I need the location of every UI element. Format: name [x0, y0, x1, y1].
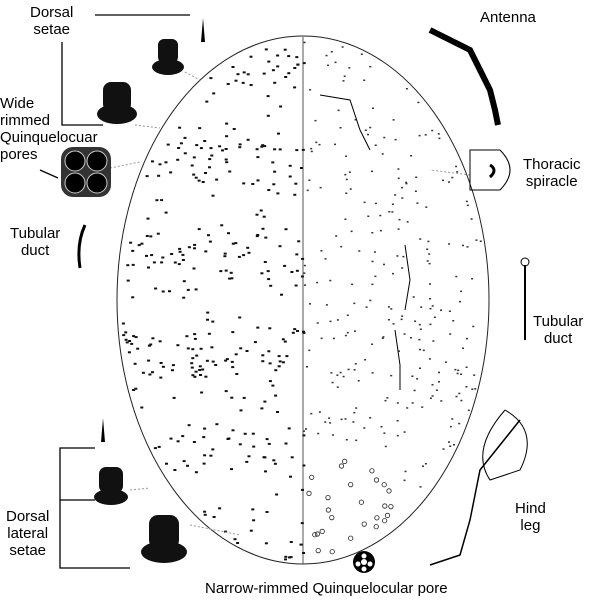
insect-body [116, 35, 490, 565]
insect-legs [319, 94, 411, 390]
antenna-icon [428, 27, 501, 126]
label-antenna: Antenna [480, 9, 536, 26]
narrow-rimmed-pore-icon [353, 551, 375, 573]
dorsal-seta-icon [201, 18, 205, 42]
hind-leg-icon [429, 419, 521, 566]
dotted-pointers [109, 71, 471, 536]
seta-base-icons [94, 39, 187, 563]
leader-lines [39, 14, 190, 569]
thoracic-spiracle-icon [469, 149, 511, 191]
dorsal-lateral-seta-icon [101, 418, 105, 442]
tubular-duct-left-icon [77, 224, 87, 269]
label-narrow-rimmed-pore: Narrow-rimmed Quinquelocular pore [205, 580, 448, 597]
wide-rimmed-pore-icon [61, 147, 111, 197]
